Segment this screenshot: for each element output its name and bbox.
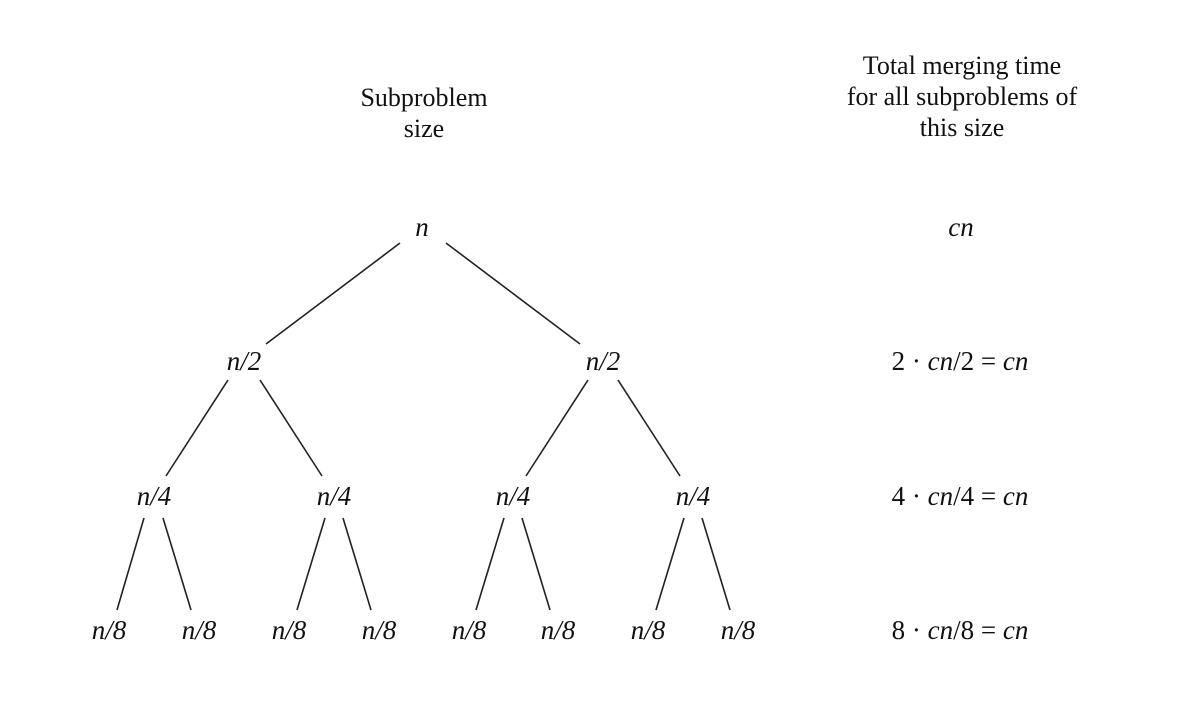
- tree-edge: [165, 379, 229, 477]
- cost-term: cn: [927, 481, 954, 511]
- heading-line: Total merging time: [862, 51, 1062, 80]
- tree-edge: [342, 517, 372, 611]
- tree-node-level-0: n: [415, 212, 429, 242]
- tree-node-level-3: n/8: [451, 615, 487, 645]
- subproblem-size-heading: Subproblem size: [324, 82, 524, 144]
- total-merging-time-heading: Total merging time for all subproblems o…: [812, 50, 1112, 143]
- tree-node-level-3: n/8: [361, 615, 397, 645]
- tree-edge: [296, 517, 326, 611]
- tree-node-level-3: n/8: [630, 615, 666, 645]
- tree-node-level-2: n/4: [675, 481, 711, 511]
- cost-suffix: /8 =: [953, 615, 1003, 645]
- tree-node-level-3: n/8: [91, 615, 127, 645]
- tree-edge: [655, 517, 685, 611]
- cost-term: cn: [927, 346, 954, 376]
- heading-line: size: [403, 114, 445, 143]
- tree-edge: [521, 517, 551, 611]
- cost-suffix: /4 =: [953, 481, 1003, 511]
- tree-node-level-1: n/2: [585, 346, 621, 376]
- heading-line: Subproblem: [360, 83, 488, 112]
- tree-edge: [259, 379, 323, 477]
- cost-result: cn: [1002, 481, 1029, 511]
- tree-node-level-3: n/8: [181, 615, 217, 645]
- heading-line: for all subproblems of: [846, 82, 1078, 111]
- cost-term: cn: [927, 615, 954, 645]
- cost-result: cn: [1002, 615, 1029, 645]
- cost-term: cn: [948, 212, 974, 242]
- cost-prefix: 8 ·: [891, 615, 928, 645]
- tree-edge: [445, 242, 581, 345]
- tree-edge: [617, 379, 681, 477]
- tree-edge: [265, 242, 401, 345]
- cost-prefix: 2 ·: [891, 346, 928, 376]
- cost-result: cn: [1002, 346, 1029, 376]
- tree-node-level-2: n/4: [136, 481, 172, 511]
- cost-suffix: /2 =: [953, 346, 1003, 376]
- level-3-cost: 8 · cn/8 = cn: [892, 615, 1029, 645]
- level-1-cost: 2 · cn/2 = cn: [892, 346, 1029, 376]
- tree-edge: [475, 517, 505, 611]
- tree-edge: [525, 379, 589, 477]
- tree-node-level-1: n/2: [226, 346, 262, 376]
- tree-edge: [701, 517, 731, 611]
- tree-edge: [116, 517, 145, 611]
- tree-edge: [162, 517, 192, 611]
- level-0-cost: cn: [948, 212, 973, 242]
- tree-node-level-3: n/8: [271, 615, 307, 645]
- level-2-cost: 4 · cn/4 = cn: [892, 481, 1029, 511]
- heading-line: this size: [919, 113, 1005, 142]
- cost-prefix: 4 ·: [891, 481, 928, 511]
- tree-node-level-3: n/8: [540, 615, 576, 645]
- tree-node-level-2: n/4: [495, 481, 531, 511]
- tree-node-level-3: n/8: [720, 615, 756, 645]
- tree-node-level-2: n/4: [316, 481, 352, 511]
